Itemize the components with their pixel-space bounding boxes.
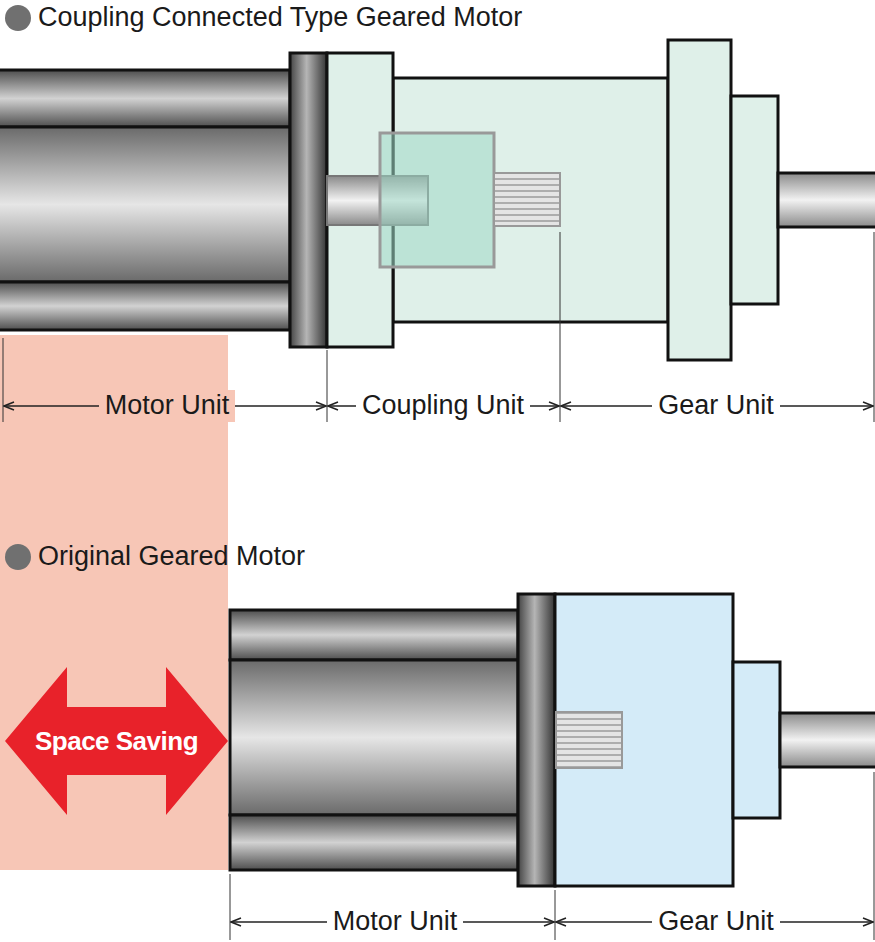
- extension-lines: [230, 772, 874, 940]
- output-shaft: [780, 713, 875, 767]
- dimension-label: Gear Unit: [652, 390, 780, 421]
- heading-bullet: [5, 5, 31, 31]
- dimension-label: Motor Unit: [99, 390, 236, 421]
- coupling: [380, 133, 494, 267]
- coupling-unit-top: [327, 53, 668, 347]
- gear-unit-top: [668, 40, 778, 360]
- pinion-spline: [494, 173, 560, 226]
- motor-unit-bottom: [230, 594, 555, 886]
- extension-lines: [3, 232, 874, 422]
- section-heading: Coupling Connected Type Geared Motor: [32, 2, 528, 33]
- gear-unit-bottom: [555, 594, 780, 886]
- arrow-fill: [5, 667, 228, 815]
- pinion-spline: [556, 712, 622, 768]
- dimension-label: Gear Unit: [652, 906, 780, 937]
- dimension-label: Coupling Unit: [356, 390, 530, 421]
- section-heading: Original Geared Motor: [32, 541, 311, 572]
- motor-unit-top: [0, 53, 327, 347]
- output-shaft: [778, 173, 875, 227]
- space-saving-arrow: Space Saving: [5, 667, 228, 815]
- heading-bullet: [5, 544, 31, 570]
- dimension-label: Motor Unit: [327, 906, 464, 937]
- arrow-label: Space Saving: [35, 726, 198, 757]
